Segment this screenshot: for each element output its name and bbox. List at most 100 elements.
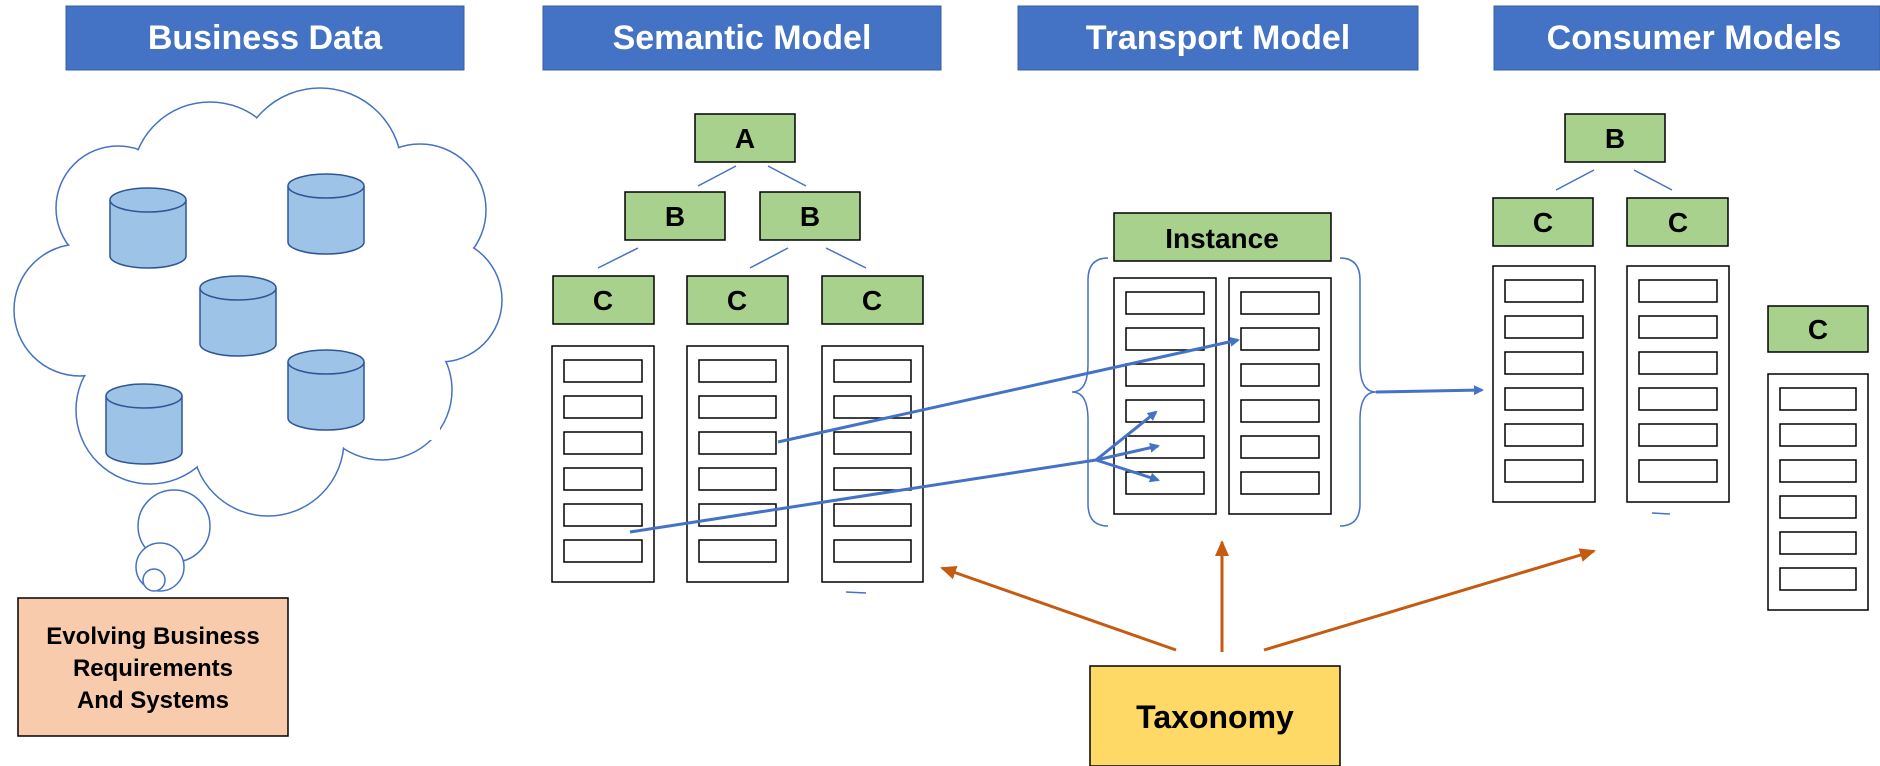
record-field — [1504, 423, 1584, 447]
record-field — [1779, 531, 1857, 555]
consumer-node-c: C — [1626, 197, 1729, 247]
header-consumer-models-label: Consumer Models — [1547, 19, 1842, 57]
consumer-node-c: C — [1767, 305, 1869, 353]
record-field — [1504, 459, 1584, 483]
transport-instance-node: Instance — [1113, 212, 1332, 262]
consumer-node-b-label: B — [1605, 123, 1625, 154]
semantic-node-c: C — [821, 275, 924, 325]
record-field — [1240, 399, 1320, 423]
note-line-1: Evolving Business — [46, 623, 259, 650]
consumer-node-b: B — [1564, 113, 1666, 163]
semantic-node-a-label: A — [735, 123, 755, 154]
record-table — [1492, 265, 1596, 503]
record-field — [1125, 435, 1205, 459]
semantic-node-a: A — [694, 113, 796, 163]
record-field — [1638, 351, 1718, 375]
semantic-node-b-label: B — [665, 201, 685, 232]
record-field — [1125, 327, 1205, 351]
header-consumer-models: Consumer Models — [1493, 5, 1880, 71]
record-field — [563, 431, 643, 455]
record-field — [1240, 435, 1320, 459]
semantic-node-b: B — [759, 191, 861, 241]
semantic-node-c: C — [686, 275, 789, 325]
record-field — [1504, 279, 1584, 303]
note-line-3: And Systems — [77, 687, 229, 714]
mapping-arrow — [629, 458, 1097, 534]
record-field — [833, 539, 912, 563]
record-field — [1504, 387, 1584, 411]
transport-instance-label: Instance — [1165, 223, 1279, 254]
mapping-arrow — [777, 336, 1240, 444]
taxonomy-arrows — [940, 540, 1596, 652]
semantic-node-b: B — [624, 191, 726, 241]
right-brace — [1339, 257, 1377, 527]
database-icon — [287, 173, 365, 255]
record-field — [1240, 327, 1320, 351]
record-table — [1767, 373, 1869, 611]
semantic-tree-connectors — [597, 165, 867, 269]
semantic-node-c-label: C — [727, 285, 747, 316]
consumer-node-c: C — [1492, 197, 1594, 247]
brace-to-consumer-arrow — [1375, 385, 1484, 396]
dash-mark — [845, 591, 867, 594]
record-field — [1125, 363, 1205, 387]
header-transport-model-label: Transport Model — [1086, 19, 1350, 57]
record-field — [1240, 471, 1320, 495]
database-icon — [109, 187, 187, 269]
header-transport-model: Transport Model — [1017, 5, 1419, 71]
record-table — [1228, 277, 1332, 515]
database-icon — [199, 275, 277, 357]
record-table — [1113, 277, 1217, 515]
header-semantic-model-label: Semantic Model — [613, 19, 872, 57]
record-field — [1638, 459, 1718, 483]
semantic-node-c-label: C — [593, 285, 613, 316]
record-field — [698, 395, 777, 419]
mapping-arrow — [1095, 442, 1160, 462]
record-field — [833, 395, 912, 419]
record-field — [1779, 495, 1857, 519]
record-field — [1638, 387, 1718, 411]
record-field — [698, 467, 777, 491]
taxonomy-arrow-consumer — [1263, 548, 1596, 652]
record-field — [1779, 423, 1857, 447]
record-field — [1638, 279, 1718, 303]
taxonomy-label: Taxonomy — [1136, 699, 1294, 735]
header-business-data-label: Business Data — [148, 19, 383, 57]
record-field — [698, 539, 777, 563]
mapping-arrow — [1095, 410, 1158, 462]
semantic-node-c: C — [552, 275, 655, 325]
record-field — [563, 503, 643, 527]
record-field — [1504, 351, 1584, 375]
record-field — [698, 431, 777, 455]
record-field — [1125, 291, 1205, 315]
left-brace — [1071, 257, 1109, 527]
record-field — [833, 467, 912, 491]
mapping-arrows — [629, 336, 1484, 534]
record-field — [563, 539, 643, 563]
thought-bubble-small — [142, 568, 166, 592]
semantic-node-c-label: C — [862, 285, 882, 316]
record-field — [1779, 459, 1857, 483]
consumer-node-c-label: C — [1533, 207, 1553, 238]
record-field — [1240, 291, 1320, 315]
record-table — [821, 345, 924, 583]
consumer-tree-connectors — [1555, 169, 1673, 191]
consumer-node-c-label: C — [1668, 207, 1688, 238]
note-line-2: Requirements — [73, 655, 233, 682]
record-field — [1125, 471, 1205, 495]
record-field — [1779, 387, 1857, 411]
record-field — [1638, 423, 1718, 447]
record-field — [1125, 399, 1205, 423]
semantic-node-b-label: B — [800, 201, 820, 232]
header-semantic-model: Semantic Model — [542, 5, 942, 71]
record-field — [563, 467, 643, 491]
database-icon — [287, 349, 365, 431]
record-field — [563, 395, 643, 419]
record-field — [833, 431, 912, 455]
evolving-requirements-note: Evolving Business Requirements And Syste… — [17, 597, 289, 737]
taxonomy-box: Taxonomy — [1089, 665, 1341, 766]
header-business-data: Business Data — [65, 5, 465, 71]
dash-mark — [1651, 512, 1671, 515]
record-field — [833, 503, 912, 527]
